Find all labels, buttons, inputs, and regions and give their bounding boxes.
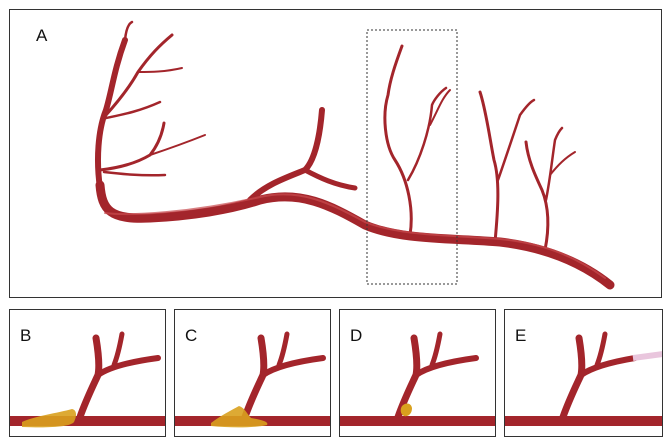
dotted-selection-box: [367, 30, 457, 284]
panel-d: D: [339, 309, 496, 437]
panel-c: C: [174, 309, 331, 437]
branch-closeup-d: [340, 310, 496, 437]
panel-a: A: [9, 9, 662, 298]
panel-e: E: [504, 309, 663, 437]
branch-closeup-e: [505, 310, 663, 437]
stent-tip: [633, 354, 663, 358]
panel-b: B: [9, 309, 166, 437]
vessel-highlight: [105, 194, 605, 278]
vessel-tree-main: [98, 22, 610, 285]
vascular-tree: [10, 10, 662, 298]
branch-closeup-b: [10, 310, 166, 437]
branch-closeup-c: [175, 310, 331, 437]
